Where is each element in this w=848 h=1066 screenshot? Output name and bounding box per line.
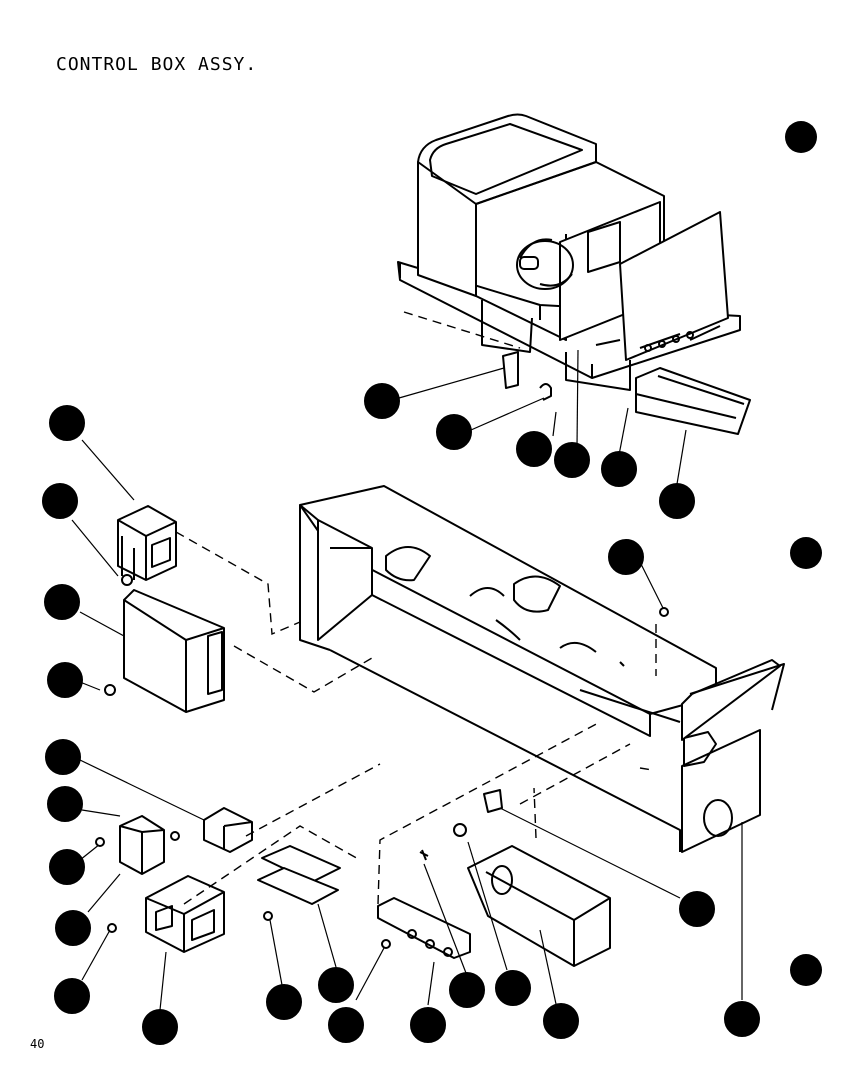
part-7-junction-box	[467, 845, 611, 967]
svg-text:2: 2	[62, 682, 69, 695]
svg-text:7: 7	[557, 1015, 565, 1030]
part-5-contactor	[145, 875, 225, 953]
svg-text:6: 6	[424, 1019, 432, 1034]
part-16-clip	[539, 383, 552, 401]
callout-1: 1	[679, 891, 715, 927]
svg-text:16: 16	[446, 426, 462, 441]
callout-12-2-e: 122	[608, 539, 644, 575]
part-4-relay	[203, 807, 253, 853]
svg-text:11: 11	[59, 861, 75, 876]
callout-12-2-b: 122	[47, 662, 83, 698]
screws	[95, 574, 669, 949]
part-8-control-board	[123, 589, 225, 713]
callout-12-2-d: 122	[328, 1007, 364, 1043]
svg-text:2: 2	[531, 451, 538, 464]
callout-16: 16	[436, 414, 472, 450]
svg-text:3: 3	[63, 417, 71, 432]
svg-text:14: 14	[459, 984, 475, 999]
callout-6: 6	[410, 1007, 446, 1043]
svg-text:15: 15	[374, 395, 390, 410]
svg-text:12: 12	[53, 487, 66, 500]
callout-5: 5	[142, 1009, 178, 1045]
svg-text:2: 2	[62, 806, 69, 819]
callout-4: 4	[45, 739, 81, 775]
svg-text:8: 8	[58, 596, 66, 611]
callout-3: 3	[49, 405, 85, 441]
air-handler-unit	[397, 113, 741, 391]
callout-12-3: 123	[54, 978, 90, 1014]
svg-text:1: 1	[693, 903, 701, 918]
svg-text:2: 2	[281, 1004, 288, 1017]
callout-15: 15	[364, 383, 400, 419]
callout-12-2-c: 122	[266, 984, 302, 1020]
part-19-cover	[635, 367, 751, 435]
svg-text:20: 20	[612, 455, 625, 468]
svg-text:3: 3	[69, 998, 76, 1011]
callout-9: 9	[724, 1001, 760, 1037]
page-number: 40	[30, 1037, 44, 1051]
svg-text:18: 18	[328, 979, 344, 994]
svg-text:2: 2	[343, 1027, 350, 1040]
callout-8: 8	[44, 584, 80, 620]
explosion-lines	[175, 311, 657, 905]
svg-text:9: 9	[738, 1013, 746, 1028]
callout-11: 11	[49, 849, 85, 885]
callout-10: 10	[554, 442, 590, 478]
callout-11-2: 112	[47, 786, 83, 822]
svg-text:4: 4	[59, 751, 67, 766]
callout-17-2: 172	[516, 431, 552, 467]
callout-12-2-a: 122	[42, 483, 78, 519]
svg-text:5: 5	[156, 1021, 164, 1036]
svg-text:13: 13	[505, 982, 521, 997]
svg-text:2: 2	[69, 922, 77, 937]
callout-14: 14	[449, 972, 485, 1008]
callout-18: 18	[318, 967, 354, 1003]
svg-text:11: 11	[58, 790, 71, 803]
svg-text:19: 19	[669, 495, 685, 510]
callout-7: 7	[543, 1003, 579, 1039]
diagram-title: CONTROL BOX ASSY.	[56, 54, 257, 75]
part-6-terminal-strip	[377, 897, 471, 959]
leader-lines	[71, 349, 743, 1011]
callout-19: 19	[659, 483, 695, 519]
callout-20-2: 202	[601, 451, 637, 487]
svg-text:2: 2	[623, 559, 630, 572]
svg-text:2: 2	[57, 503, 64, 516]
part-1-switch	[483, 789, 503, 813]
svg-text:10: 10	[564, 454, 580, 469]
part-9-control-box	[299, 485, 785, 853]
svg-text:12: 12	[277, 988, 290, 1001]
callout-13: 13	[495, 970, 531, 1006]
part-15-bracket	[502, 351, 519, 389]
svg-text:12: 12	[58, 666, 71, 679]
binder-holes	[785, 121, 822, 986]
part-3-transformer	[117, 505, 177, 581]
svg-text:2: 2	[616, 471, 623, 484]
svg-text:12: 12	[339, 1011, 352, 1024]
svg-text:12: 12	[65, 982, 78, 995]
part-13-grommet	[453, 823, 467, 837]
callout-2: 2	[55, 910, 91, 946]
svg-text:12: 12	[619, 543, 632, 556]
svg-text:17: 17	[527, 435, 540, 448]
part-14-screw	[419, 849, 429, 861]
